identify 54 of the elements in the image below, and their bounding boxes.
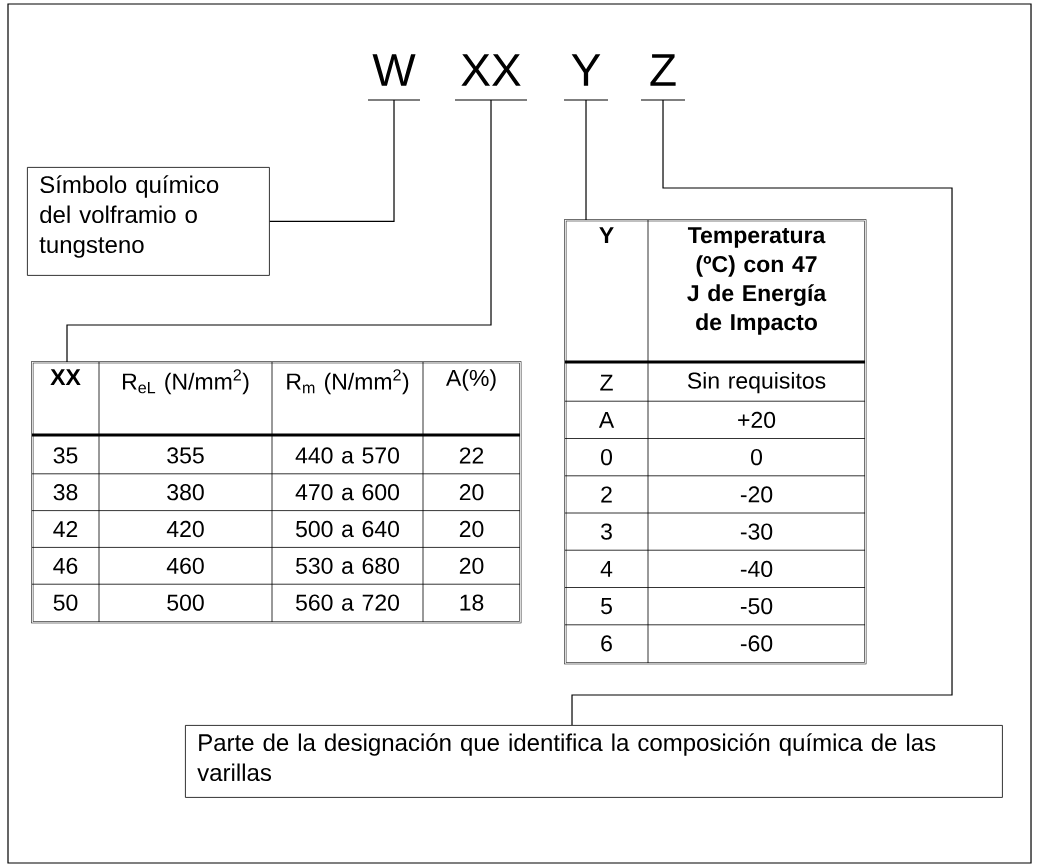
- table-cell: 380: [167, 484, 204, 501]
- table-cell: 530 a 680: [296, 557, 399, 574]
- table-cell: 50: [53, 594, 78, 611]
- table-cell: 22: [459, 447, 484, 464]
- designation-letter: W: [367, 54, 421, 101]
- table-cell: 3: [601, 523, 612, 540]
- table-cell: 560 a 720: [296, 594, 399, 611]
- leader-line: [571, 99, 953, 726]
- table-cell: 0: [601, 448, 612, 466]
- table-cell: 355: [167, 447, 204, 464]
- leader-line: [269, 99, 395, 222]
- data-table: [564, 219, 867, 665]
- table-cell: -40: [740, 560, 773, 578]
- leader-line: [66, 99, 492, 363]
- table-cell: A: [598, 412, 615, 428]
- table-cell: 20: [459, 557, 484, 574]
- designation-letter: Z: [640, 54, 686, 101]
- table-cell: 38: [53, 484, 78, 501]
- table-cell: 460: [166, 557, 204, 574]
- table-cell: 35: [53, 447, 78, 464]
- table-cell: 0: [751, 448, 762, 466]
- data-table: [31, 361, 522, 624]
- table-cell: 420: [166, 520, 204, 538]
- table-cell: 4: [600, 561, 613, 577]
- column-header: Temperatura (ºC) con 47 J de Energía de Impacto: [687, 227, 827, 335]
- column-header: Y: [599, 227, 614, 244]
- table-cell: 500 a 640: [296, 520, 399, 538]
- leader-line: [585, 99, 587, 221]
- table-cell: 18: [460, 594, 484, 611]
- designation-letter: Y: [563, 54, 609, 101]
- table-cell: +20: [738, 411, 776, 429]
- text-box: Símbolo químico del volframio o tungsteno: [27, 167, 270, 276]
- table-cell: 500: [167, 594, 204, 611]
- table-cell: 20: [459, 520, 484, 538]
- table-cell: 5: [601, 598, 612, 615]
- table-cell: -20: [740, 486, 773, 503]
- table-cell: -60: [740, 635, 773, 652]
- column-header: A(%): [446, 369, 496, 391]
- table-cell: 6: [601, 635, 612, 652]
- column-header: R$_{eL}$ (N/mm$^{2}$): [123, 369, 249, 395]
- table-cell: 470 a 600: [295, 484, 399, 501]
- table-cell: 46: [53, 557, 78, 574]
- column-header: R$_{m}$ (N/mm$^{2}$): [287, 369, 409, 395]
- table-cell: -50: [740, 597, 773, 615]
- table-cell: 20: [459, 484, 484, 501]
- table-cell: Sin requisitos: [687, 371, 826, 394]
- designation-letter: XX: [454, 54, 528, 101]
- table-cell: 42: [53, 521, 78, 538]
- table-cell: Z: [600, 374, 613, 391]
- table-cell: -30: [740, 523, 773, 540]
- column-header: XX: [50, 369, 81, 386]
- table-cell: 440 a 570: [295, 447, 399, 464]
- table-cell: 2: [601, 486, 612, 503]
- text-box: Parte de la designación que identifica la composición química de las varillas: [185, 725, 1003, 798]
